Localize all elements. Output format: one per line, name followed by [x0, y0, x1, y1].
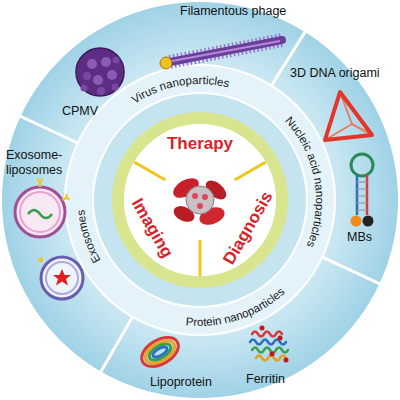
molecular-beacon	[351, 154, 374, 227]
application-label: Imaging	[127, 195, 176, 261]
cpmv-virus	[76, 48, 124, 96]
center-circle: TherapyDiagnosisImaging	[112, 112, 288, 288]
category-label-text: Nucleic acid nanoparticles	[283, 114, 326, 249]
center-art-part	[235, 162, 266, 180]
sector-dividers	[21, 32, 380, 371]
part-label: Filamentous phage	[180, 4, 286, 19]
inner-disc	[93, 93, 307, 307]
center-art-part	[192, 193, 198, 199]
center-art-part	[199, 240, 202, 276]
category-label-text: Exosomes	[74, 209, 102, 265]
category-label: Virus nanoparticles	[129, 74, 230, 106]
part-label: Exosome-liposomes	[6, 148, 72, 178]
exosome-liposome	[15, 179, 70, 237]
center-art-part	[202, 194, 208, 200]
dna-tetrahedron	[325, 92, 372, 140]
part-label: Ferritin	[246, 372, 285, 387]
application-label: Therapy	[167, 135, 233, 154]
category-label: Exosomes	[74, 209, 102, 265]
center-art-part	[197, 203, 203, 209]
center-art-part	[134, 162, 165, 180]
category-ring	[65, 65, 335, 335]
lipoprotein	[137, 332, 184, 373]
part-label: CPMV	[62, 104, 98, 119]
category-label: Nucleic acid nanoparticles	[283, 114, 326, 249]
center-art-part	[186, 186, 214, 214]
filamentous-phage	[160, 40, 282, 69]
part-label: Lipoprotein	[150, 375, 212, 390]
exosome	[38, 257, 83, 299]
part-label: MBs	[347, 230, 372, 245]
category-label-text: Virus nanoparticles	[129, 74, 230, 106]
ferritin-protein	[250, 326, 289, 363]
part-label: 3D DNA origami	[290, 66, 380, 81]
category-label-text: Protein nanoparticles	[185, 285, 287, 328]
category-label: Protein nanoparticles	[185, 285, 287, 328]
